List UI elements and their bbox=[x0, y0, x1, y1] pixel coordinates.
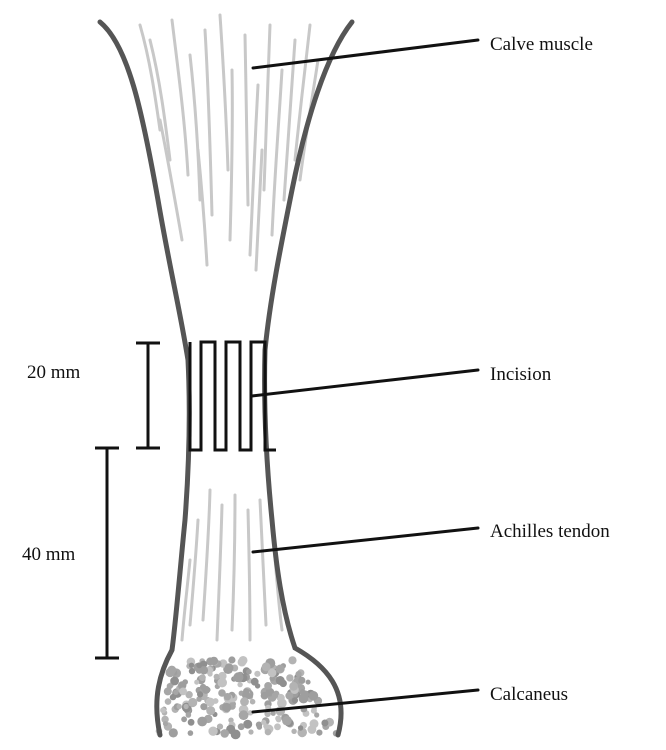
bone-dot bbox=[286, 674, 293, 681]
bone-dot bbox=[165, 698, 172, 705]
dimension-label-40mm: 40 mm bbox=[22, 544, 76, 565]
bone-dot bbox=[240, 697, 249, 706]
bone-dot bbox=[310, 719, 319, 728]
bone-dot bbox=[276, 665, 285, 674]
dimension-label-20mm: 20 mm bbox=[27, 362, 81, 383]
bone-dot bbox=[182, 679, 188, 685]
bone-dot bbox=[296, 671, 302, 677]
bone-dot bbox=[188, 698, 197, 707]
bone-dot bbox=[186, 712, 192, 718]
bone-dot bbox=[233, 672, 243, 682]
bone-dot bbox=[179, 688, 187, 696]
bone-dot bbox=[238, 723, 245, 730]
bone-dot bbox=[272, 693, 278, 699]
bone-dot bbox=[291, 729, 296, 734]
bone-dot bbox=[208, 727, 217, 736]
bone-dot bbox=[225, 663, 234, 672]
bone-dot bbox=[214, 674, 220, 680]
bone-dot bbox=[181, 716, 187, 722]
dimension-bar-40mm bbox=[95, 448, 119, 658]
bone-dot bbox=[250, 699, 256, 705]
calcaneus-bone-texture bbox=[156, 656, 339, 739]
bone-dot bbox=[301, 690, 309, 698]
bone-dot bbox=[282, 716, 292, 726]
bone-dot bbox=[263, 723, 269, 729]
bone-dot bbox=[251, 678, 259, 686]
bone-dot bbox=[197, 717, 207, 727]
bone-dot bbox=[210, 657, 218, 665]
leader-line-achilles-tendon bbox=[253, 528, 478, 552]
bone-dot bbox=[217, 724, 223, 730]
bone-dot bbox=[276, 676, 285, 685]
bone-dot bbox=[246, 669, 252, 675]
bone-dot bbox=[264, 682, 272, 690]
bone-dot bbox=[163, 721, 168, 726]
bone-dot bbox=[262, 662, 271, 671]
label-achilles-tendon: Achilles tendon bbox=[490, 521, 610, 542]
bone-dot bbox=[173, 689, 179, 695]
bone-dot bbox=[254, 671, 260, 677]
bone-dot bbox=[243, 720, 252, 729]
bone-dot bbox=[164, 687, 172, 695]
leader-line-incision bbox=[252, 370, 478, 396]
bone-dot bbox=[160, 707, 166, 713]
bone-dot bbox=[222, 703, 231, 712]
bone-dot bbox=[288, 656, 296, 664]
bone-dot bbox=[228, 656, 235, 663]
bone-dot bbox=[202, 686, 210, 694]
bone-dot bbox=[239, 656, 248, 665]
bone-dot bbox=[248, 729, 253, 734]
bone-dot bbox=[197, 691, 203, 697]
label-calve-muscle: Calve muscle bbox=[490, 34, 593, 55]
bone-dot bbox=[200, 703, 207, 710]
bone-dot bbox=[217, 678, 227, 688]
bone-dot bbox=[196, 662, 202, 668]
bone-dot bbox=[321, 720, 328, 727]
bone-dot bbox=[184, 704, 189, 709]
bone-dot bbox=[265, 729, 272, 736]
bone-dot bbox=[298, 725, 303, 730]
bone-dot bbox=[306, 680, 311, 685]
bone-dot bbox=[309, 691, 319, 701]
calve-muscle-fibers bbox=[140, 15, 318, 270]
bone-dot bbox=[292, 697, 298, 703]
bone-dot bbox=[276, 717, 281, 722]
bone-dot bbox=[167, 666, 176, 675]
bone-dot bbox=[231, 730, 241, 740]
bone-dot bbox=[274, 723, 281, 730]
bone-dot bbox=[188, 719, 195, 726]
bone-dot bbox=[261, 692, 269, 700]
bone-dot bbox=[188, 730, 194, 736]
bone-dot bbox=[237, 682, 242, 687]
bone-dot bbox=[243, 688, 249, 694]
bone-dot bbox=[194, 680, 199, 685]
bone-dot bbox=[239, 710, 249, 720]
achilles-tendon-fibers bbox=[182, 490, 282, 640]
bone-dot bbox=[189, 663, 194, 668]
bone-dot bbox=[289, 682, 298, 691]
bone-dot bbox=[298, 677, 305, 684]
bone-dot bbox=[206, 706, 215, 715]
bone-dot bbox=[316, 730, 322, 736]
bone-dot bbox=[314, 712, 319, 717]
bone-dot bbox=[285, 692, 293, 700]
dimension-bar-20mm bbox=[136, 343, 160, 448]
leg-outline-left bbox=[100, 22, 189, 735]
label-calcaneus: Calcaneus bbox=[490, 684, 568, 705]
bone-dot bbox=[220, 729, 229, 738]
bone-dot bbox=[224, 693, 231, 700]
bone-dot bbox=[177, 704, 182, 709]
label-incision: Incision bbox=[490, 364, 552, 385]
leader-line-calve-muscle bbox=[253, 40, 478, 68]
bone-dot bbox=[199, 674, 206, 681]
